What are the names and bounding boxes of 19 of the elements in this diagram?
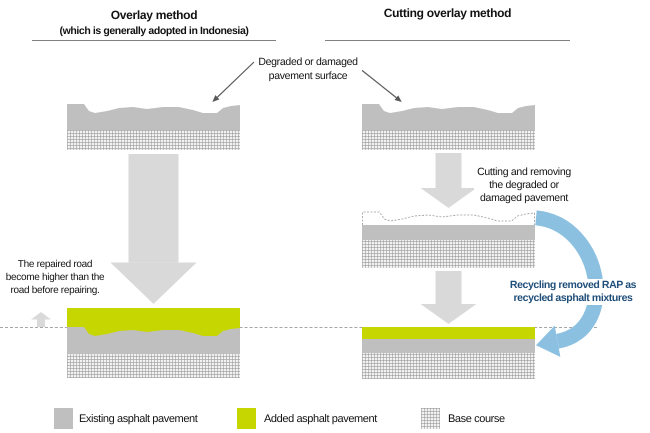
legend-text: Base course [448, 412, 505, 426]
curved-arrow [534, 210, 604, 356]
column-heading: Overlay method [110, 8, 198, 23]
pavement-cross-section [362, 211, 535, 268]
pavement-cross-section [362, 327, 535, 379]
leader-arrow [212, 62, 254, 102]
callout-label: Degraded or damaged pavement surface [255, 55, 361, 83]
note-text: The repaired road become higher than the road before repairing. [4, 258, 106, 297]
block-arrow [110, 154, 197, 304]
column-subheading: (which is generally adopted in Indonesia) [58, 24, 250, 38]
pavement-cross-section [67, 103, 240, 150]
leader-arrow [362, 70, 402, 102]
block-arrow [420, 153, 476, 208]
pavement-cross-section [362, 103, 535, 150]
pavement-cross-section [67, 308, 240, 378]
column-heading: Cutting overlay method [382, 6, 512, 21]
legend-text: Added asphalt pavement [264, 412, 377, 426]
legend-text: Existing asphalt pavement [79, 412, 198, 426]
edge-label: Cutting and removing the degraded or damaged pavement [474, 166, 574, 205]
